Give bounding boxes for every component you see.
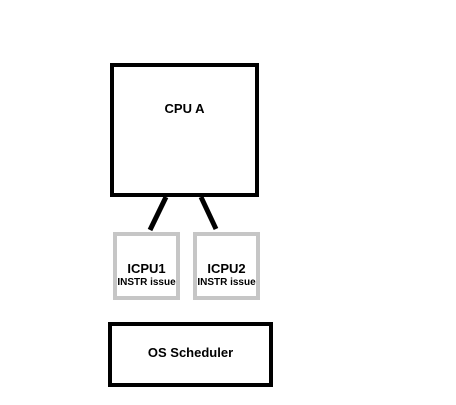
icpu2-subtitle: INSTR issue [197,277,256,288]
icpu1-box: ICPU1 INSTR issue [113,232,180,300]
icpu2-label: ICPU2 [207,261,246,276]
os-scheduler-box: OS Scheduler [108,322,273,387]
connector-cpu-a-to-icpu1 [147,195,169,232]
cpu-a-box: CPU A [110,63,259,197]
connector-cpu-a-to-icpu2 [198,195,219,231]
cpu-a-label: CPU A [164,101,205,116]
icpu2-box: ICPU2 INSTR issue [193,232,260,300]
os-scheduler-label: OS Scheduler [147,345,234,360]
icpu1-subtitle: INSTR issue [117,277,176,288]
icpu1-label: ICPU1 [127,261,166,276]
